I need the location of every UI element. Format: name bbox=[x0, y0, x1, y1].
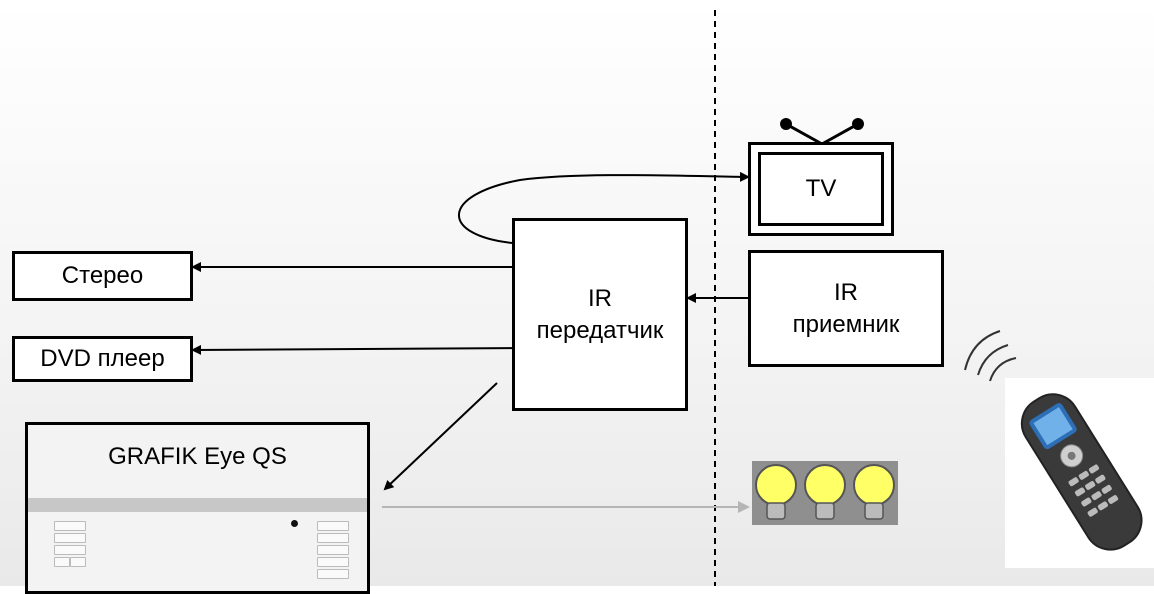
panel-left-keys bbox=[54, 521, 86, 570]
grafik-label: GRAFIK Eye QS bbox=[108, 443, 287, 470]
light-bulbs-group bbox=[752, 461, 898, 525]
remote-control-image bbox=[1005, 378, 1154, 568]
grafik-eye-panel: GRAFIK Eye QS bbox=[25, 422, 370, 594]
ir-transmitter-box: IR передатчик bbox=[512, 218, 688, 411]
bulb-icon bbox=[755, 464, 797, 520]
tv-antenna-icon bbox=[780, 118, 864, 146]
dvd-label: DVD плеер bbox=[40, 345, 165, 373]
tv-box: TV bbox=[748, 142, 894, 236]
signal-waves-icon bbox=[964, 330, 1017, 382]
light-bulb-icons bbox=[755, 464, 895, 520]
panel-sensor-dot bbox=[291, 520, 298, 527]
arrow-to-dvd bbox=[191, 344, 528, 355]
bulb-icon bbox=[853, 464, 895, 520]
ir-transmitter-label: IR передатчик bbox=[536, 285, 664, 344]
arrow-to-tv bbox=[458, 171, 750, 244]
tv-label: TV bbox=[805, 175, 837, 202]
stereo-box: Стерео bbox=[12, 251, 193, 301]
ir-receiver-label: IR приемник bbox=[792, 279, 900, 338]
panel-band bbox=[28, 498, 367, 512]
remote-control-icon bbox=[1020, 393, 1143, 551]
arrow-to-grafik bbox=[383, 382, 498, 491]
ir-receiver-box: IR приемник bbox=[748, 250, 944, 367]
stereo-label: Стерео bbox=[61, 262, 144, 290]
bulb-icon bbox=[804, 464, 846, 520]
panel-right-keys bbox=[317, 521, 349, 581]
dvd-box: DVD плеер bbox=[12, 336, 193, 382]
